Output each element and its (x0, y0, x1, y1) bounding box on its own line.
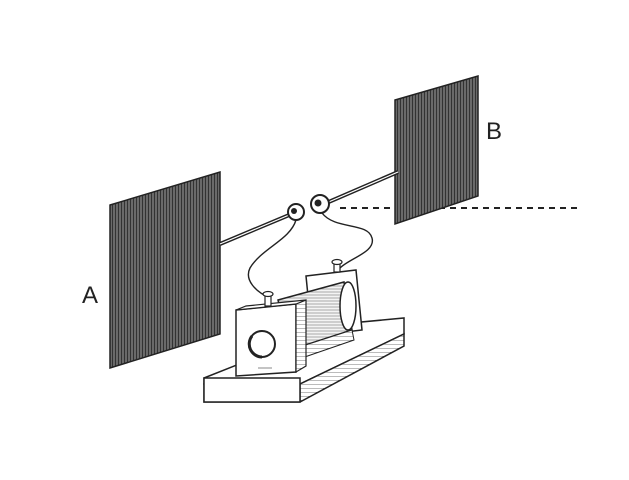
plate-b (394, 75, 479, 226)
coil-front-block (235, 290, 307, 377)
plate-a-label: A (82, 282, 99, 309)
plate-a (109, 170, 221, 370)
spark-gap (287, 194, 330, 221)
plate-b-label: B (486, 118, 503, 145)
wire-left (247, 219, 297, 299)
wire-right (321, 212, 373, 269)
